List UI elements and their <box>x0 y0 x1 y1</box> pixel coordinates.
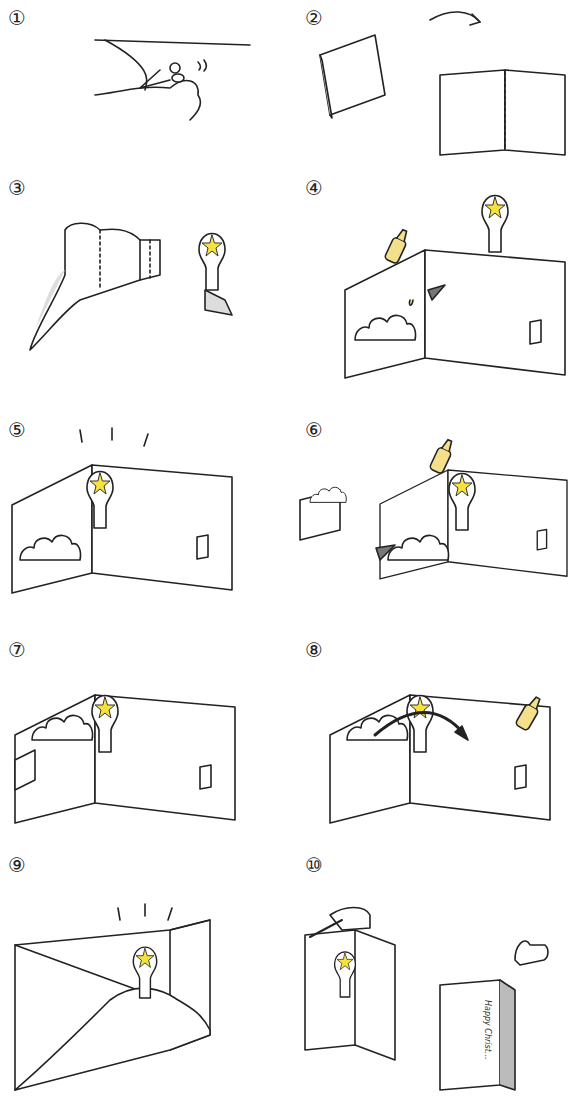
step-number: ⑤ <box>8 420 26 440</box>
step-number: ⑧ <box>305 640 323 660</box>
step-number: ② <box>305 8 323 28</box>
step-number: ⑩ <box>305 855 323 875</box>
step-number: ① <box>8 8 26 28</box>
step-number: ⑨ <box>8 855 26 875</box>
step-number: ⑦ <box>8 640 26 660</box>
step-number: ⑥ <box>305 420 323 440</box>
card-greeting: Happy Christ… <box>483 1000 492 1060</box>
step-number: ③ <box>8 178 26 198</box>
step-number: ④ <box>305 178 323 198</box>
